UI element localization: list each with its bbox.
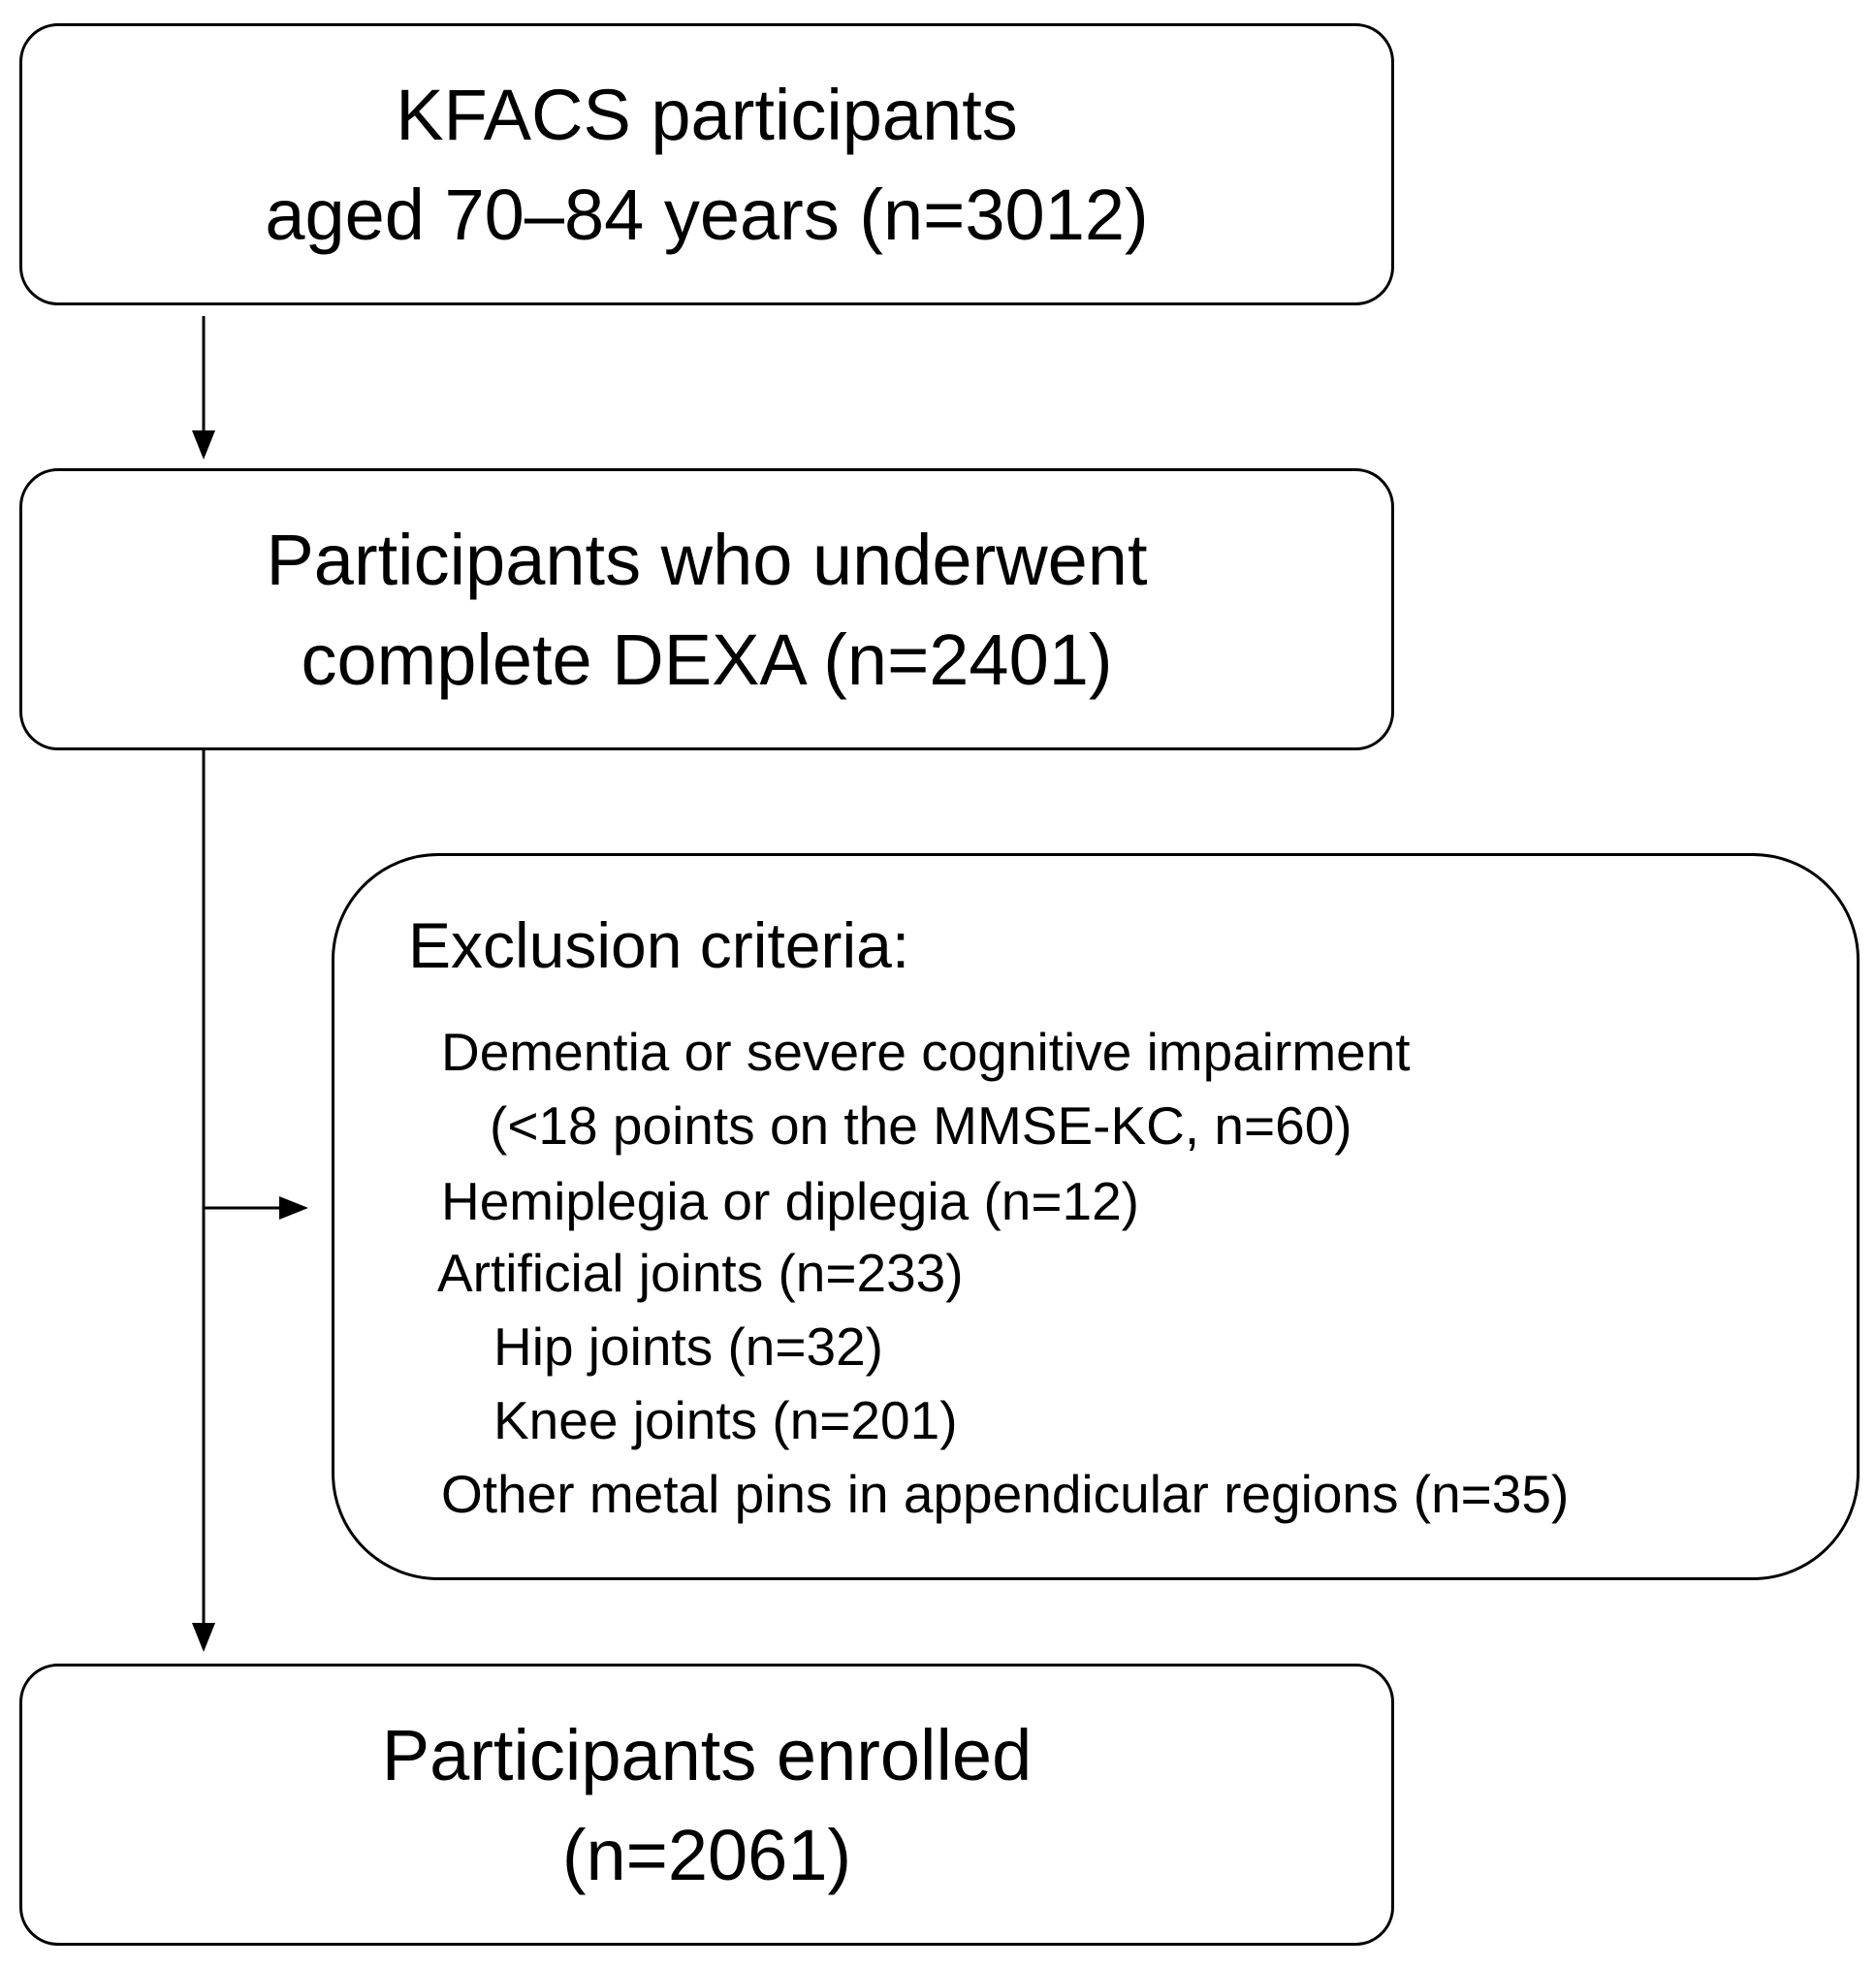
enrolled-line1: Participants enrolled: [381, 1714, 1033, 1795]
kfacs-participants-box: KFACS participants aged 70–84 years (n=3…: [19, 23, 1394, 305]
exclusion-item-dementia: Dementia or severe cognitive impairment: [441, 1022, 1411, 1082]
enrolled-line2: (n=2061): [561, 1814, 852, 1895]
arrowhead-enrolled: [192, 1623, 215, 1652]
exclusion-title: Exclusion criteria:: [408, 909, 910, 981]
exclusion-item-artificial-joints: Artificial joints (n=233): [437, 1243, 964, 1303]
exclusion-item-metal-pins: Other metal pins in appendicular regions…: [441, 1464, 1570, 1524]
exclusion-item-mmse: (<18 points on the MMSE-KC, n=60): [490, 1095, 1352, 1156]
arrowhead-dexa: [192, 430, 215, 460]
dexa-line1: Participants who underwent: [266, 519, 1148, 600]
enrolled-participants-box: Participants enrolled (n=2061): [19, 1664, 1394, 1946]
dexa-line2: complete DEXA (n=2401): [301, 619, 1113, 700]
exclusion-item-knee-joints: Knee joints (n=201): [493, 1390, 958, 1450]
kfacs-line1: KFACS participants: [396, 74, 1018, 155]
exclusion-item-hemiplegia: Hemiplegia or diplegia (n=12): [441, 1171, 1139, 1231]
kfacs-line2: aged 70–84 years (n=3012): [265, 174, 1149, 255]
arrowhead-exclusion: [279, 1196, 308, 1220]
dexa-participants-box: Participants who underwent complete DEXA…: [19, 468, 1394, 750]
exclusion-criteria-box: Exclusion criteria: Dementia or severe c…: [332, 853, 1860, 1580]
exclusion-item-hip-joints: Hip joints (n=32): [493, 1317, 883, 1377]
